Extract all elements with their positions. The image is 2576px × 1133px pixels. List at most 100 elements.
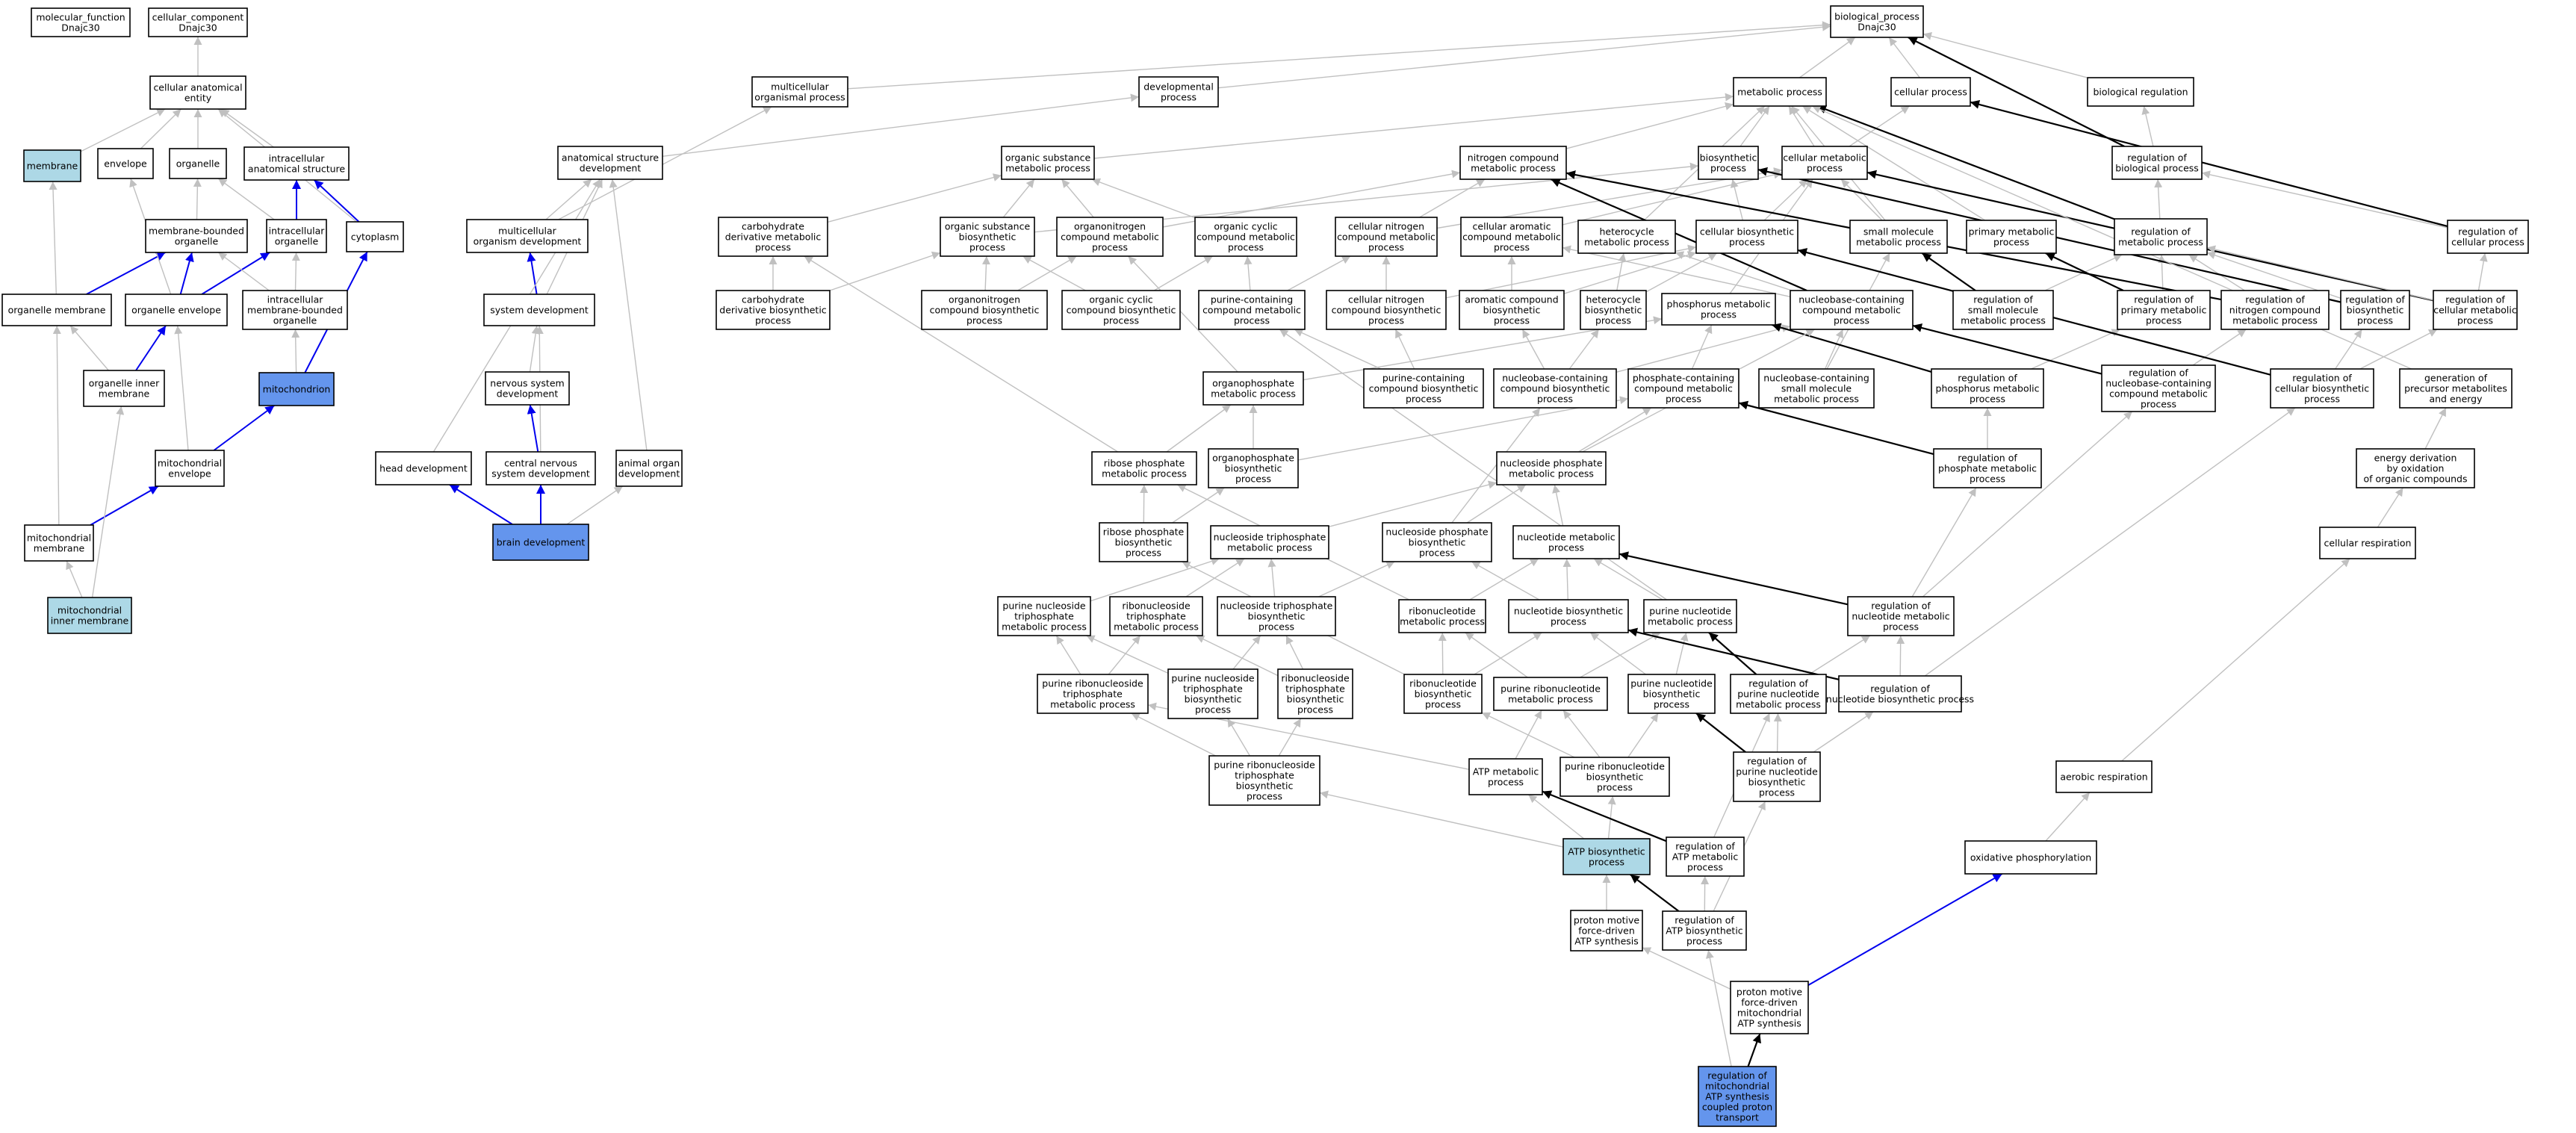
go-term-node[interactable]: nucleoside triphosphatebiosyntheticproce… — [1217, 596, 1336, 636]
go-term-node[interactable]: oxidative phosphorylation — [1964, 840, 2097, 875]
go-term-node[interactable]: cellular respiration — [2319, 527, 2416, 559]
go-term-node[interactable]: brain development — [492, 524, 589, 561]
go-term-node[interactable]: ribonucleosidetriphosphatebiosyntheticpr… — [1277, 668, 1353, 719]
go-term-node[interactable]: membrane — [23, 149, 81, 182]
go-term-node[interactable]: purine nucleosidetriphosphatebiosyntheti… — [1167, 668, 1258, 719]
go-term-node[interactable]: organelle — [169, 148, 227, 179]
go-term-node[interactable]: purine ribonucleosidetriphosphatebiosynt… — [1208, 755, 1320, 806]
go-term-node[interactable]: aerobic respiration — [2055, 760, 2153, 793]
go-term-node[interactable]: cytoplasm — [346, 221, 404, 252]
go-term-node[interactable]: head development — [375, 451, 472, 485]
go-term-node[interactable]: system development — [483, 294, 595, 326]
go-term-node[interactable]: organelle membrane — [1, 294, 112, 326]
go-term-node[interactable]: cellular process — [1890, 77, 1971, 107]
go-term-node[interactable]: regulation ofnucleobase-containingcompou… — [2101, 364, 2216, 412]
go-term-node[interactable]: organelle envelope — [125, 294, 228, 326]
go-term-node[interactable]: proton motiveforce-drivenmitochondrialAT… — [1730, 981, 1809, 1034]
go-term-node[interactable]: mitochondrion — [258, 372, 335, 406]
go-term-node[interactable]: biological regulation — [2087, 77, 2194, 107]
go-term-node[interactable]: envelope — [97, 148, 154, 179]
